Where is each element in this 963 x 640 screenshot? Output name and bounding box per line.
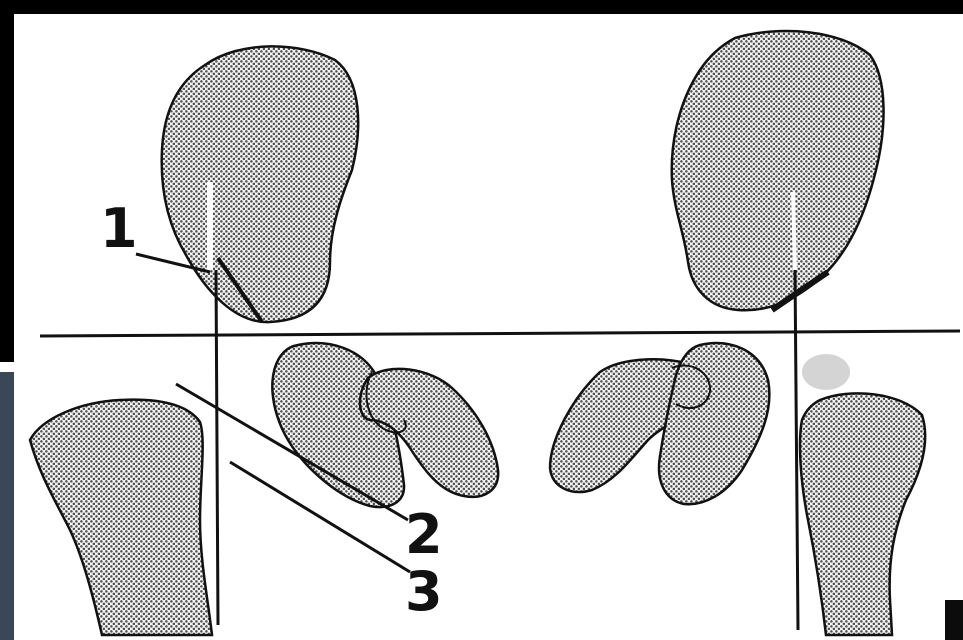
top-dark-border [0,0,963,14]
right-femur [800,393,925,635]
label-3: 3 [405,560,443,623]
right-vertical-line [795,270,798,630]
right-vertical-line-upper [793,192,795,270]
left-side-panel [0,372,14,640]
horizontal-reference-line [40,331,960,336]
label-1: 1 [100,197,138,260]
left-femur [30,400,212,635]
left-vertical-line [216,270,218,625]
right-iliac-wing [672,31,884,310]
left-iliac-wing [162,46,358,322]
bottom-right-dark-corner [945,600,963,640]
label-2: 2 [405,503,443,566]
left-dark-border [0,0,14,362]
gray-smudge [802,354,850,390]
left-ischium [272,343,404,507]
